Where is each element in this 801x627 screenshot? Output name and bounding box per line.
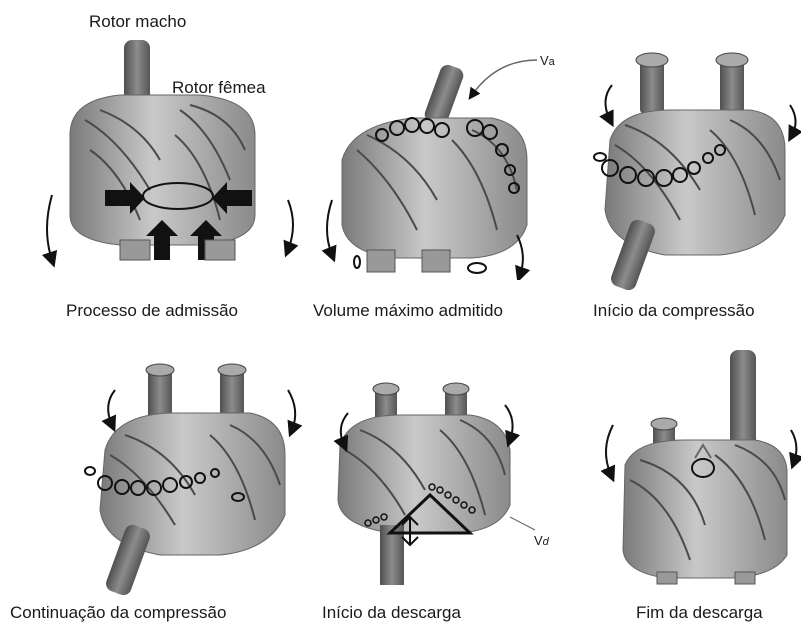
va-main: V	[540, 53, 549, 68]
caption-admission: Processo de admissão	[66, 302, 238, 319]
va-arrow	[472, 60, 537, 95]
vd-label: Vd	[534, 534, 549, 548]
vd-sub: d	[543, 536, 549, 548]
rotor-body	[338, 415, 510, 533]
rotation-arrow-left	[108, 390, 115, 425]
compression-start-diagram	[580, 40, 801, 290]
compression-continuation-diagram	[70, 355, 310, 595]
caption-compression-start: Início da compressão	[593, 302, 755, 319]
va-label: Va	[540, 54, 555, 68]
rotation-arrow-left	[47, 195, 52, 260]
rotation-arrow-right	[505, 405, 513, 440]
rotor-macho-label: Rotor macho	[89, 13, 186, 30]
caption-compression-continuation: Continuação da compressão	[10, 604, 226, 621]
max-volume-diagram	[312, 40, 562, 280]
caption-max-volume: Volume máximo admitido	[313, 302, 503, 319]
rotation-arrow-left	[606, 425, 613, 475]
discharge-end-diagram	[595, 350, 801, 590]
rotation-arrow-right	[790, 105, 796, 135]
rotation-arrow-left	[327, 200, 332, 255]
rotor-body	[342, 118, 527, 258]
rotation-arrow-right	[288, 200, 293, 250]
rotation-arrow-right	[791, 430, 796, 462]
admission-diagram	[30, 40, 300, 280]
caption-discharge-end: Fim da descarga	[636, 604, 763, 621]
va-sub: a	[549, 56, 555, 68]
rotation-arrow-left	[605, 85, 612, 120]
vd-pointer	[510, 517, 535, 530]
rotation-arrow-right	[288, 390, 295, 430]
vd-main: V	[534, 533, 543, 548]
discharge-start-diagram	[310, 355, 570, 595]
caption-discharge-start: Início da descarga	[322, 604, 461, 621]
